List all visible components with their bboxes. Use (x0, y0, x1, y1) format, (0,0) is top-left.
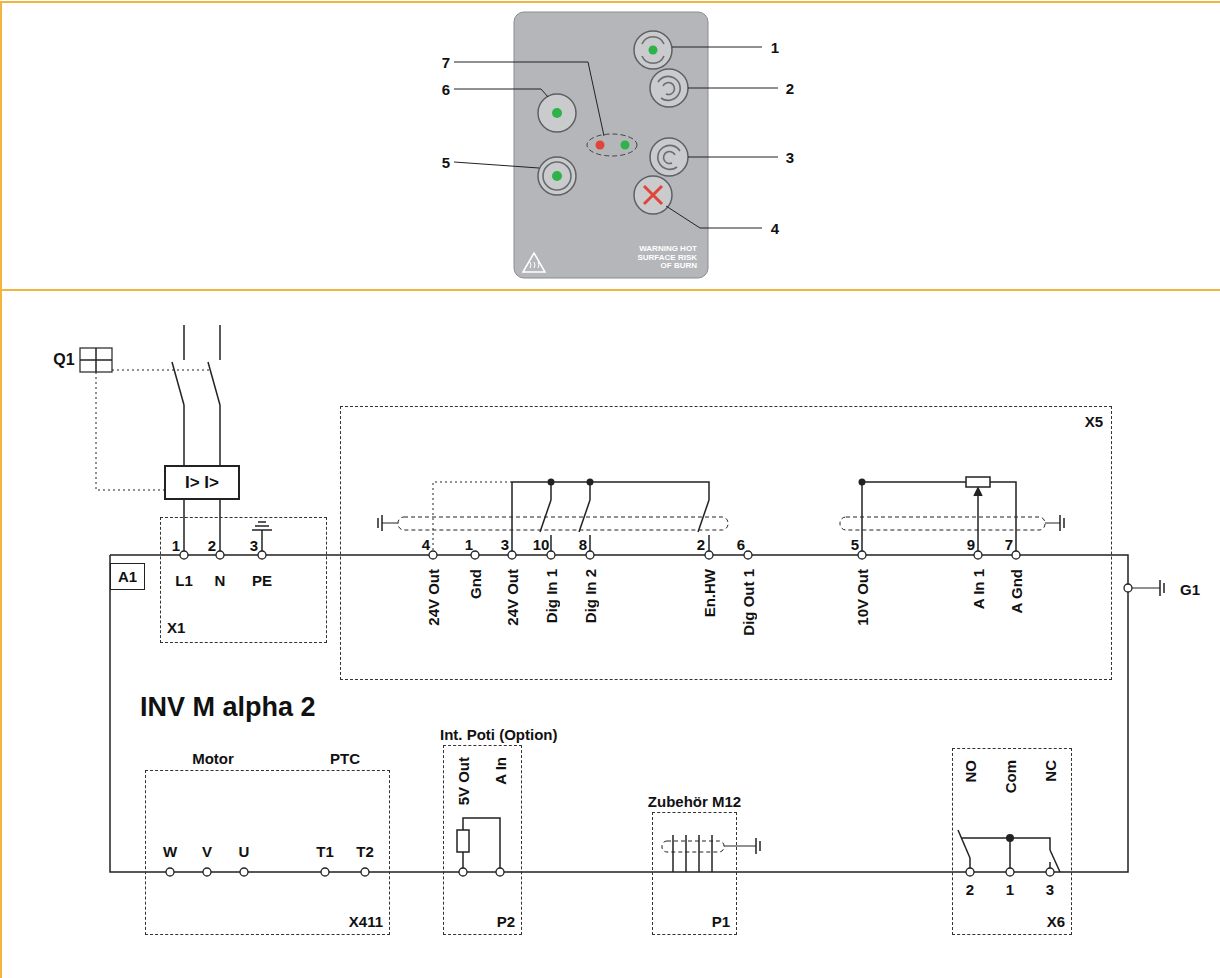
label: U (239, 843, 250, 860)
label: 3 (501, 536, 509, 553)
pin-name: 5V Out (455, 757, 472, 805)
label: PE (252, 572, 272, 589)
terminal-block: Zubehör M12P1 (652, 812, 737, 935)
label: PTC (330, 750, 360, 767)
label: 3 (250, 537, 258, 554)
label: Q1 (53, 351, 74, 369)
label: 7 (442, 54, 450, 71)
label: INV M alpha 2 (140, 692, 316, 723)
label: 5 (442, 154, 450, 171)
label: 7 (1005, 536, 1013, 553)
pin-name: 10V Out (854, 569, 871, 626)
pin-name: Com (1002, 760, 1019, 793)
pin-name: Dig In 1 (543, 569, 560, 623)
terminal-block: A1 (110, 563, 145, 590)
label: 6 (442, 81, 450, 98)
block-label: X1 (167, 619, 185, 636)
terminal-block: X5 (340, 406, 1112, 680)
label: 2 (208, 537, 216, 554)
label: 8 (579, 536, 587, 553)
label: 2 (966, 881, 974, 898)
wiring (80, 325, 1164, 872)
pin-name: En.HW (701, 569, 718, 617)
keypad (454, 12, 778, 278)
label: T1 (316, 843, 334, 860)
label: 3 (1046, 881, 1054, 898)
label: 1 (771, 39, 779, 56)
pin-name: 24V Out (425, 569, 442, 626)
label: 6 (737, 536, 745, 553)
label: 1 (465, 536, 473, 553)
block-label: Int. Poti (Option) (440, 726, 557, 743)
pin-name: 24V Out (504, 569, 521, 626)
block-label: X6 (1047, 913, 1065, 930)
label: T2 (356, 843, 374, 860)
block-label: X411 (349, 913, 383, 930)
block-label: A1 (118, 568, 137, 585)
pin-name: NC (1042, 760, 1059, 782)
block-label: P2 (497, 913, 515, 930)
wire (184, 500, 220, 517)
label: 4 (422, 536, 430, 553)
pin-name: Dig Out 1 (740, 569, 757, 636)
terminal-block: I> I> (164, 465, 240, 500)
block-label: I> I> (185, 473, 219, 493)
label: W (163, 843, 177, 860)
label: 2 (786, 80, 794, 97)
label: 2 (697, 536, 705, 553)
terminal-block: X411 (145, 770, 390, 935)
label: 3 (786, 149, 794, 166)
block-label: P1 (712, 913, 730, 930)
label: G1 (1180, 581, 1200, 598)
label: L1 (175, 572, 193, 589)
pin-name: NO (962, 760, 979, 783)
label: WARNING HOT SURFACE RISK OF BURN (631, 245, 697, 271)
pin-name: Gnd (467, 569, 484, 599)
pin-name: A In (492, 757, 509, 785)
label: V (202, 843, 212, 860)
label: 9 (967, 536, 975, 553)
block-label: Zubehör M12 (648, 793, 741, 810)
label: 5 (851, 536, 859, 553)
label: Motor (192, 750, 234, 767)
label: 10 (533, 536, 550, 553)
pin-name: A Gnd (1008, 569, 1025, 613)
block-label: X5 (1085, 413, 1103, 430)
label: N (215, 572, 226, 589)
label: 1 (1006, 881, 1014, 898)
label: 4 (771, 220, 779, 237)
pin-name: Dig In 2 (582, 569, 599, 623)
pin-name: A In 1 (970, 569, 987, 609)
label: 1 (172, 537, 180, 554)
